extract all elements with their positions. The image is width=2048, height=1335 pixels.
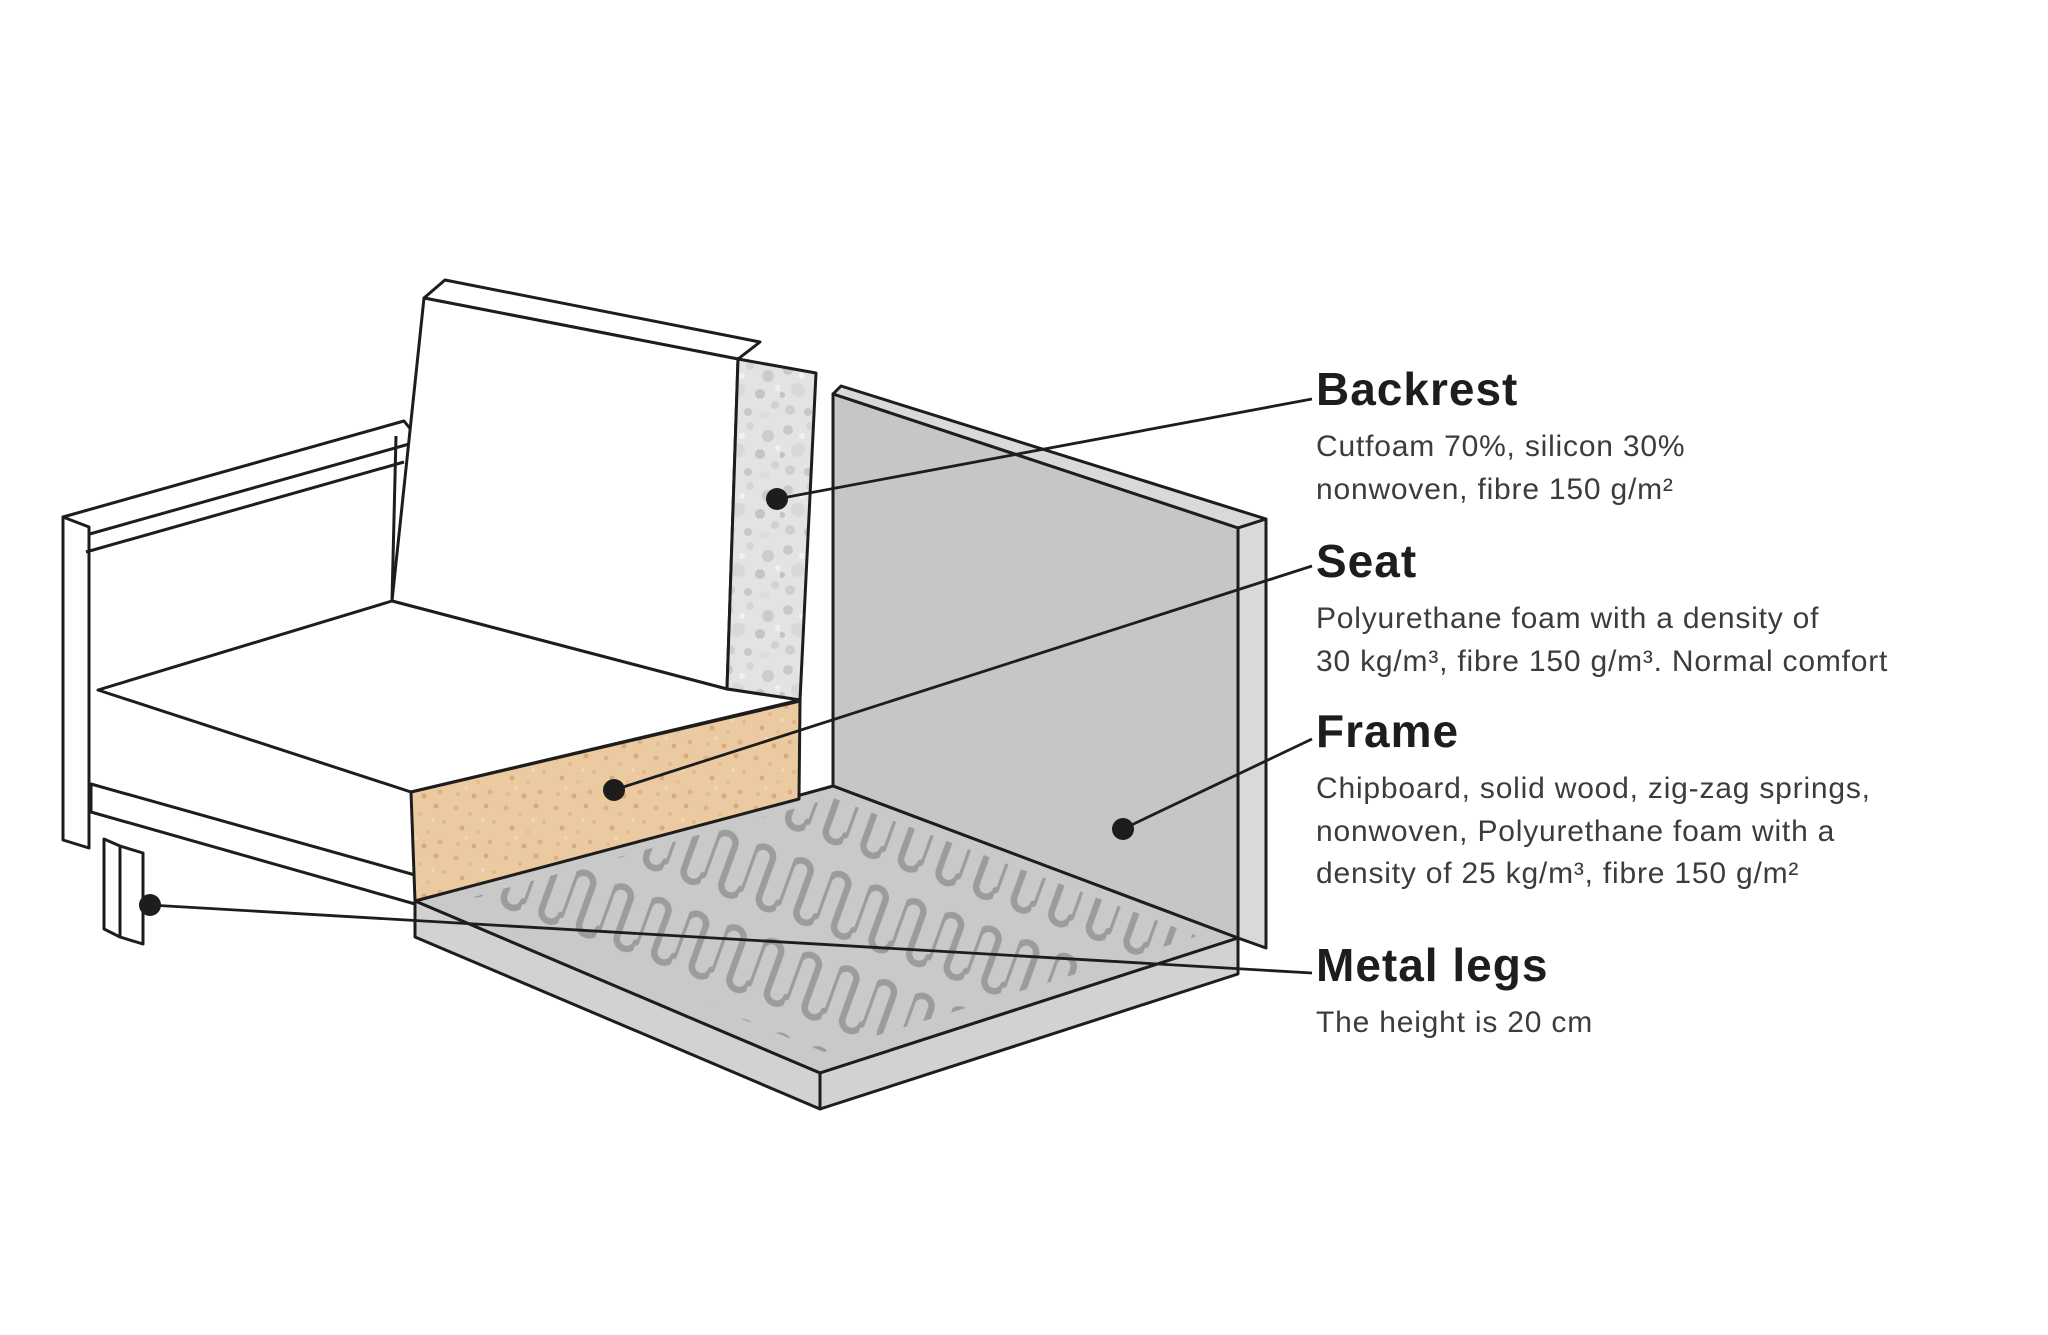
callout-title-backrest: Backrest: [1316, 363, 1519, 415]
leader-lines: [149, 397, 1313, 975]
seat-dot: [603, 779, 625, 801]
seat-cushion-top-face: [96, 599, 802, 794]
callout-title-seat: Seat: [1316, 535, 1418, 587]
callout-description-backrest: Cutfoam 70%, silicon 30% nonwoven, fibre…: [1316, 430, 1686, 506]
armrest-inner-rail-line: [85, 460, 405, 554]
armrest-top-rail: [61, 419, 422, 539]
callout-backrest: Backrest Cutfoam 70%, silicon 30% nonwov…: [1316, 362, 1685, 511]
leader-line-seat: [613, 564, 1313, 792]
callout-description-seat: Polyurethane foam with a density of 30 k…: [1316, 602, 1889, 678]
frame-dot: [1112, 818, 1134, 840]
armrest-front-post: [61, 515, 91, 850]
backrest-foam-cross-section: [725, 357, 818, 702]
backrest-dot: [766, 488, 788, 510]
base-front-rail: [89, 782, 417, 906]
callout-metal-legs: Metal legs The height is 20 cm: [1316, 938, 1593, 1045]
callout-description-frame: Chipboard, solid wood, zig-zag springs, …: [1316, 772, 1871, 891]
armrest: [61, 419, 422, 906]
metal-legs-dot: [139, 894, 161, 916]
callout-title-metal-legs: Metal legs: [1316, 939, 1549, 991]
callout-dots: [139, 488, 1134, 916]
seat-foam-cross-section: [409, 699, 802, 903]
callout-frame: Frame Chipboard, solid wood, zig-zag spr…: [1316, 704, 1871, 896]
callout-seat: Seat Polyurethane foam with a density of…: [1316, 534, 1888, 683]
callout-title-frame: Frame: [1316, 705, 1460, 757]
metal-leg: [102, 837, 145, 946]
leader-line-backrest: [776, 397, 1313, 501]
callout-description-metal-legs: The height is 20 cm: [1316, 1006, 1593, 1039]
metal-leg-side-face: [102, 837, 122, 939]
back-cushion: [390, 278, 818, 702]
frame-base-front-right-face: [818, 936, 1240, 1111]
seat-cushion: [96, 599, 802, 903]
frame-back-panel: [831, 384, 1268, 950]
armrest-inner-post-line: [390, 435, 398, 602]
leader-line-metal-legs: [149, 903, 1313, 975]
metal-leg-front-face: [118, 844, 145, 946]
leader-line-frame: [1122, 737, 1313, 831]
